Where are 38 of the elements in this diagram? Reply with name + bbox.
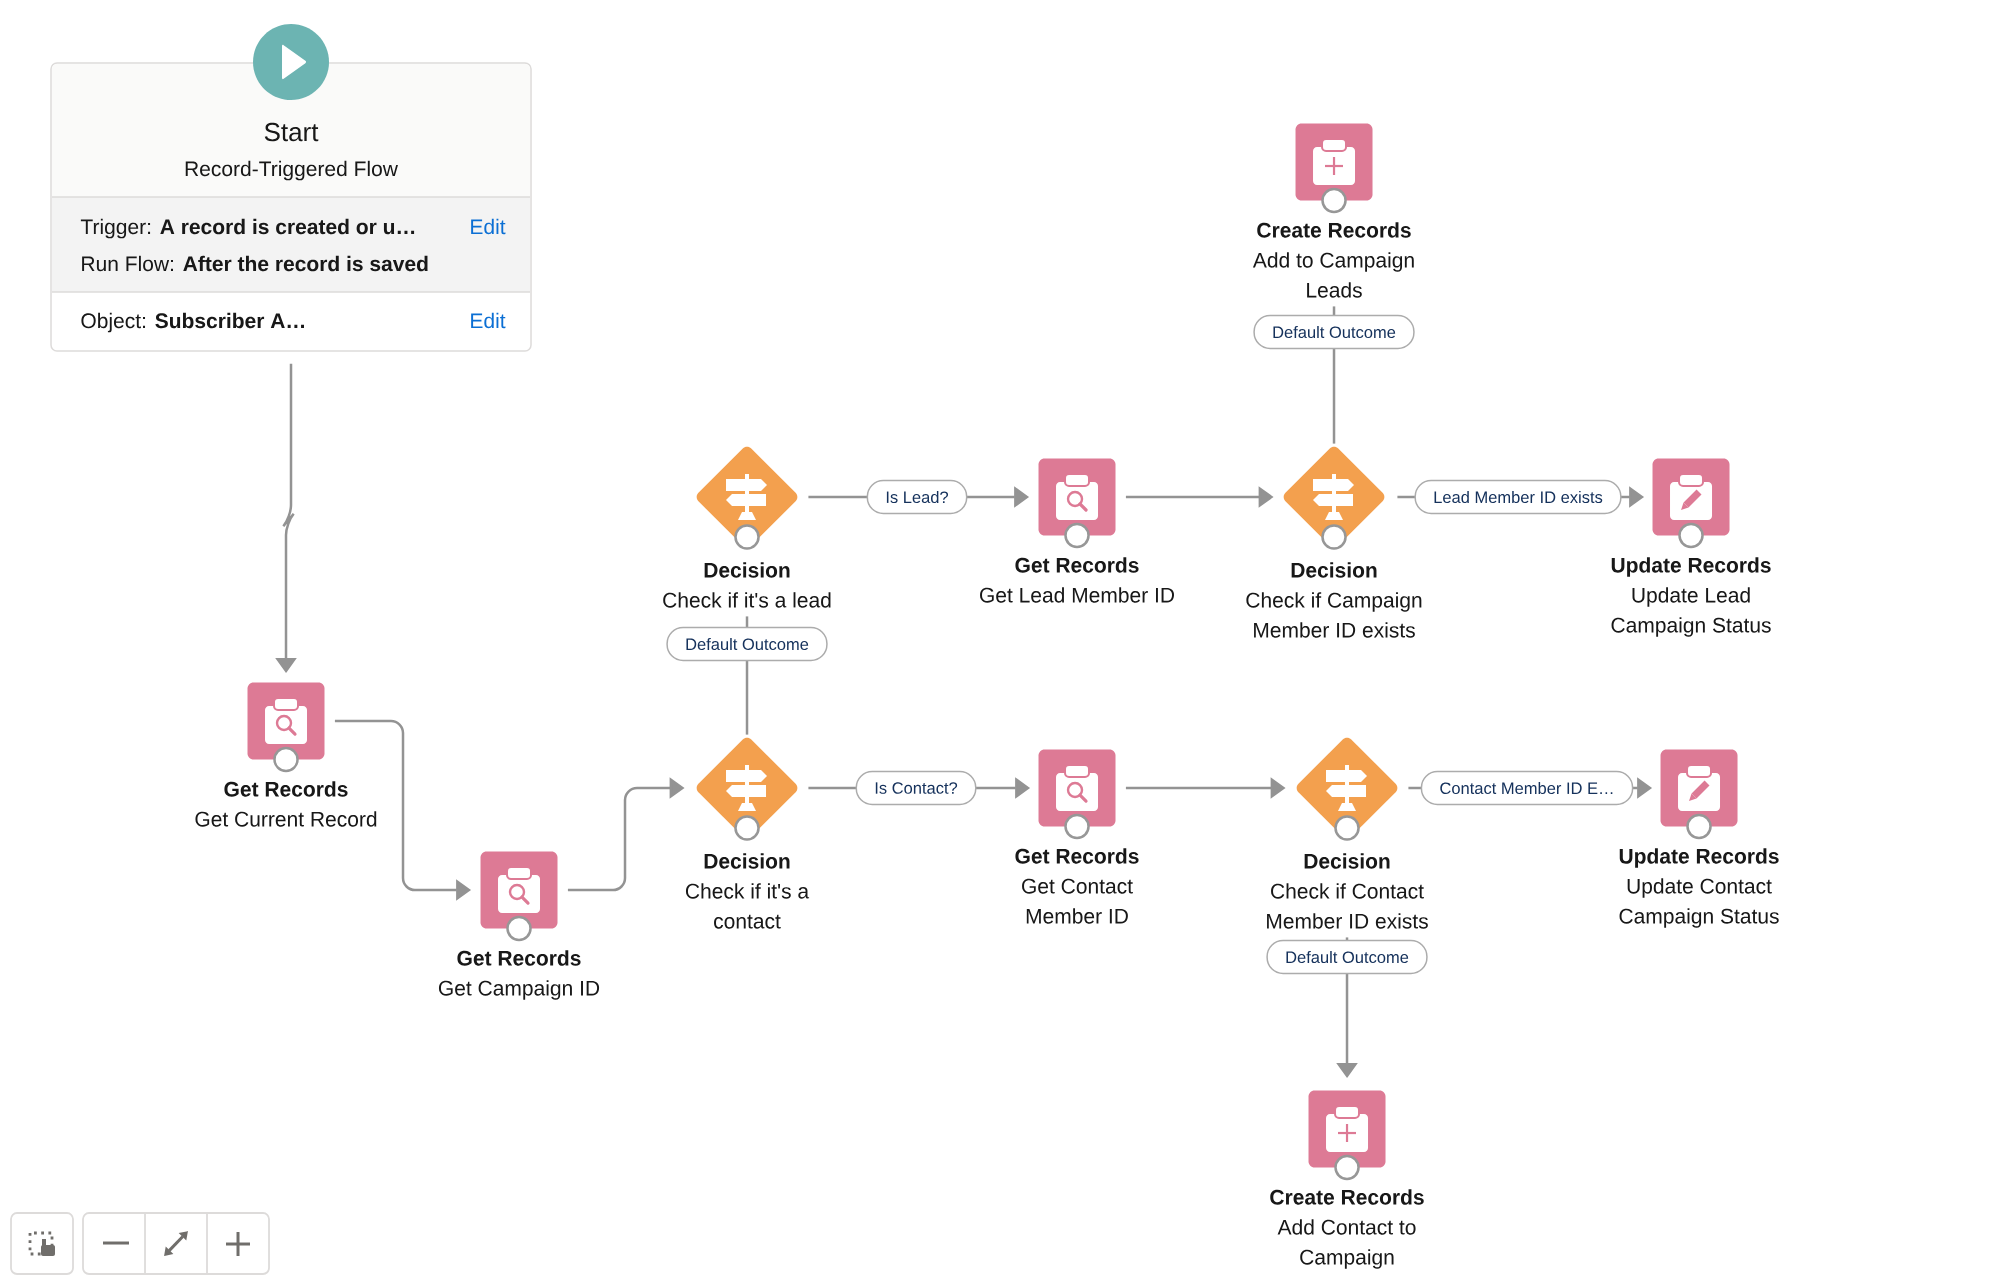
- step-title: Decision: [1304, 853, 1390, 869]
- step-title: Get Records: [457, 950, 581, 966]
- step-description: Get Lead Member ID: [980, 587, 1174, 603]
- step-title: Get Records: [1015, 848, 1139, 864]
- step-title: Create Records: [1270, 1189, 1424, 1205]
- edit-link: Edit: [471, 218, 506, 235]
- step-description: Get Current Record: [195, 811, 377, 827]
- step-description: Get Contact Member ID: [1022, 878, 1133, 924]
- step-description: Check if Campaign Member ID exists: [1246, 592, 1422, 638]
- run-flow-setting: Run Flow: After the record is saved: [82, 255, 428, 272]
- step-title: Get Records: [1015, 557, 1139, 573]
- step-description: Add to Campaign Leads: [1252, 252, 1414, 298]
- step-title: Decision: [1291, 562, 1377, 578]
- flow-type-label: Record-Triggered Flow: [185, 160, 398, 181]
- step-title: Create Records: [1257, 222, 1411, 238]
- step-title: Update Records: [1611, 557, 1771, 577]
- edge-label: Contact Member ID E…: [1420, 770, 1634, 806]
- trigger-setting: Trigger: A record is created or u…: [80, 218, 415, 239]
- step-title: Update Records: [1619, 848, 1779, 868]
- object-setting: Object: Subscriber A…: [81, 312, 304, 333]
- edge-label: Default Outcome: [1253, 314, 1415, 350]
- step-title: Get Records: [224, 781, 348, 797]
- step-description: Add Contact to Campaign: [1277, 1219, 1416, 1269]
- start-title: Start: [264, 122, 319, 142]
- edge-label: Lead Member ID exists: [1414, 479, 1622, 515]
- step-title: Decision: [704, 562, 790, 578]
- edge-label: Is Lead?: [866, 479, 968, 515]
- edit-link: Edit: [471, 312, 506, 329]
- edge-label: Default Outcome: [1266, 939, 1428, 975]
- step-description: Update Contact Campaign Status: [1619, 878, 1779, 928]
- edge-label: Is Contact?: [855, 770, 977, 806]
- step-description: Check if it's a contact: [685, 883, 810, 929]
- step-description: Update Lead Campaign Status: [1611, 587, 1771, 637]
- step-description: Check if Contact Member ID exists: [1267, 883, 1428, 929]
- step-title: Decision: [704, 853, 790, 869]
- edge-label: Default Outcome: [666, 626, 828, 662]
- step-description: Check if it's a lead: [663, 592, 831, 608]
- step-description: Get Campaign ID: [438, 980, 600, 1000]
